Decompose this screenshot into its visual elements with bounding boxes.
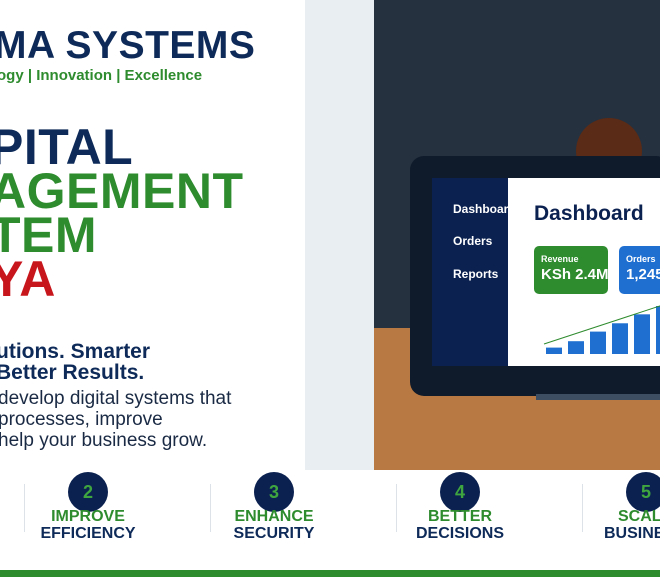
feature-subtitle: BUSINE xyxy=(604,525,660,542)
feature-title: ENHANCE xyxy=(234,508,314,525)
hero-subheading-line-1: utions. Smarter xyxy=(0,340,151,363)
dashboard-title: Dashboard xyxy=(534,202,644,225)
feature-number-badge: 5 xyxy=(626,472,660,512)
monitor-stand xyxy=(536,394,660,400)
feature-title: SCAL xyxy=(618,508,660,525)
revenue-label: Revenue xyxy=(541,254,579,264)
dashboard-chart xyxy=(543,305,660,354)
hero-heading-line-2: AGEMENT xyxy=(0,163,244,219)
revenue-card: Revenue KSh 2.4M xyxy=(534,246,608,294)
dashboard-screen: Dashboard Orders Reports Dashboard Reven… xyxy=(432,178,660,366)
chart-bar xyxy=(590,331,606,354)
chart-bar xyxy=(546,347,562,354)
feature-divider xyxy=(396,484,397,532)
feature-divider xyxy=(24,484,25,532)
chart-trend-line xyxy=(543,305,660,345)
feature-subtitle: DECISIONS xyxy=(415,525,504,542)
brand-name: MA SYSTEMS xyxy=(0,24,256,67)
features-row xyxy=(0,470,660,570)
hero-heading-line-1: PITAL xyxy=(0,119,134,175)
feature-divider xyxy=(582,484,583,532)
chart-bar xyxy=(612,323,628,354)
revenue-value: KSh 2.4M xyxy=(541,266,608,283)
feature-title: IMPROVE xyxy=(51,508,125,525)
hero-heading-line-4: YA xyxy=(0,251,56,307)
feature-number-badge: 4 xyxy=(440,472,480,512)
chart-bar xyxy=(656,306,660,354)
feature-title: BETTER xyxy=(428,508,492,525)
feature-number-badge: 2 xyxy=(68,472,108,512)
hero-body-line-1: develop digital systems that xyxy=(0,388,232,409)
hero-subheading-line-2: Better Results. xyxy=(0,361,145,384)
feature-number-badge: 3 xyxy=(254,472,294,512)
chart-bar xyxy=(568,341,584,354)
bottom-accent-bar xyxy=(0,570,660,577)
feature-divider xyxy=(210,484,211,532)
orders-value: 1,245 xyxy=(626,266,660,283)
hero-heading-line-3: TEM xyxy=(0,207,98,263)
hero-panel: MA SYSTEMS ogy | Innovation | Excellence… xyxy=(0,0,305,470)
sidebar-item-orders[interactable]: Orders xyxy=(453,234,493,248)
orders-label: Orders xyxy=(626,254,656,264)
sidebar-item-reports[interactable]: Reports xyxy=(453,267,499,281)
hero-body-line-2: processes, improve xyxy=(0,409,163,430)
sidebar-item-dashboard[interactable]: Dashboard xyxy=(453,202,516,216)
dashboard-sidebar: Dashboard Orders Reports xyxy=(432,178,516,366)
hero-body-line-3: help your business grow. xyxy=(0,430,208,451)
divider-strip xyxy=(305,0,374,470)
feature-subtitle: SECURITY xyxy=(233,525,315,542)
orders-card: Orders 1,245 xyxy=(619,246,660,294)
chart-bar xyxy=(634,314,650,354)
feature-subtitle: EFFICIENCY xyxy=(40,525,136,542)
brand-tagline: ogy | Innovation | Excellence xyxy=(0,67,203,84)
